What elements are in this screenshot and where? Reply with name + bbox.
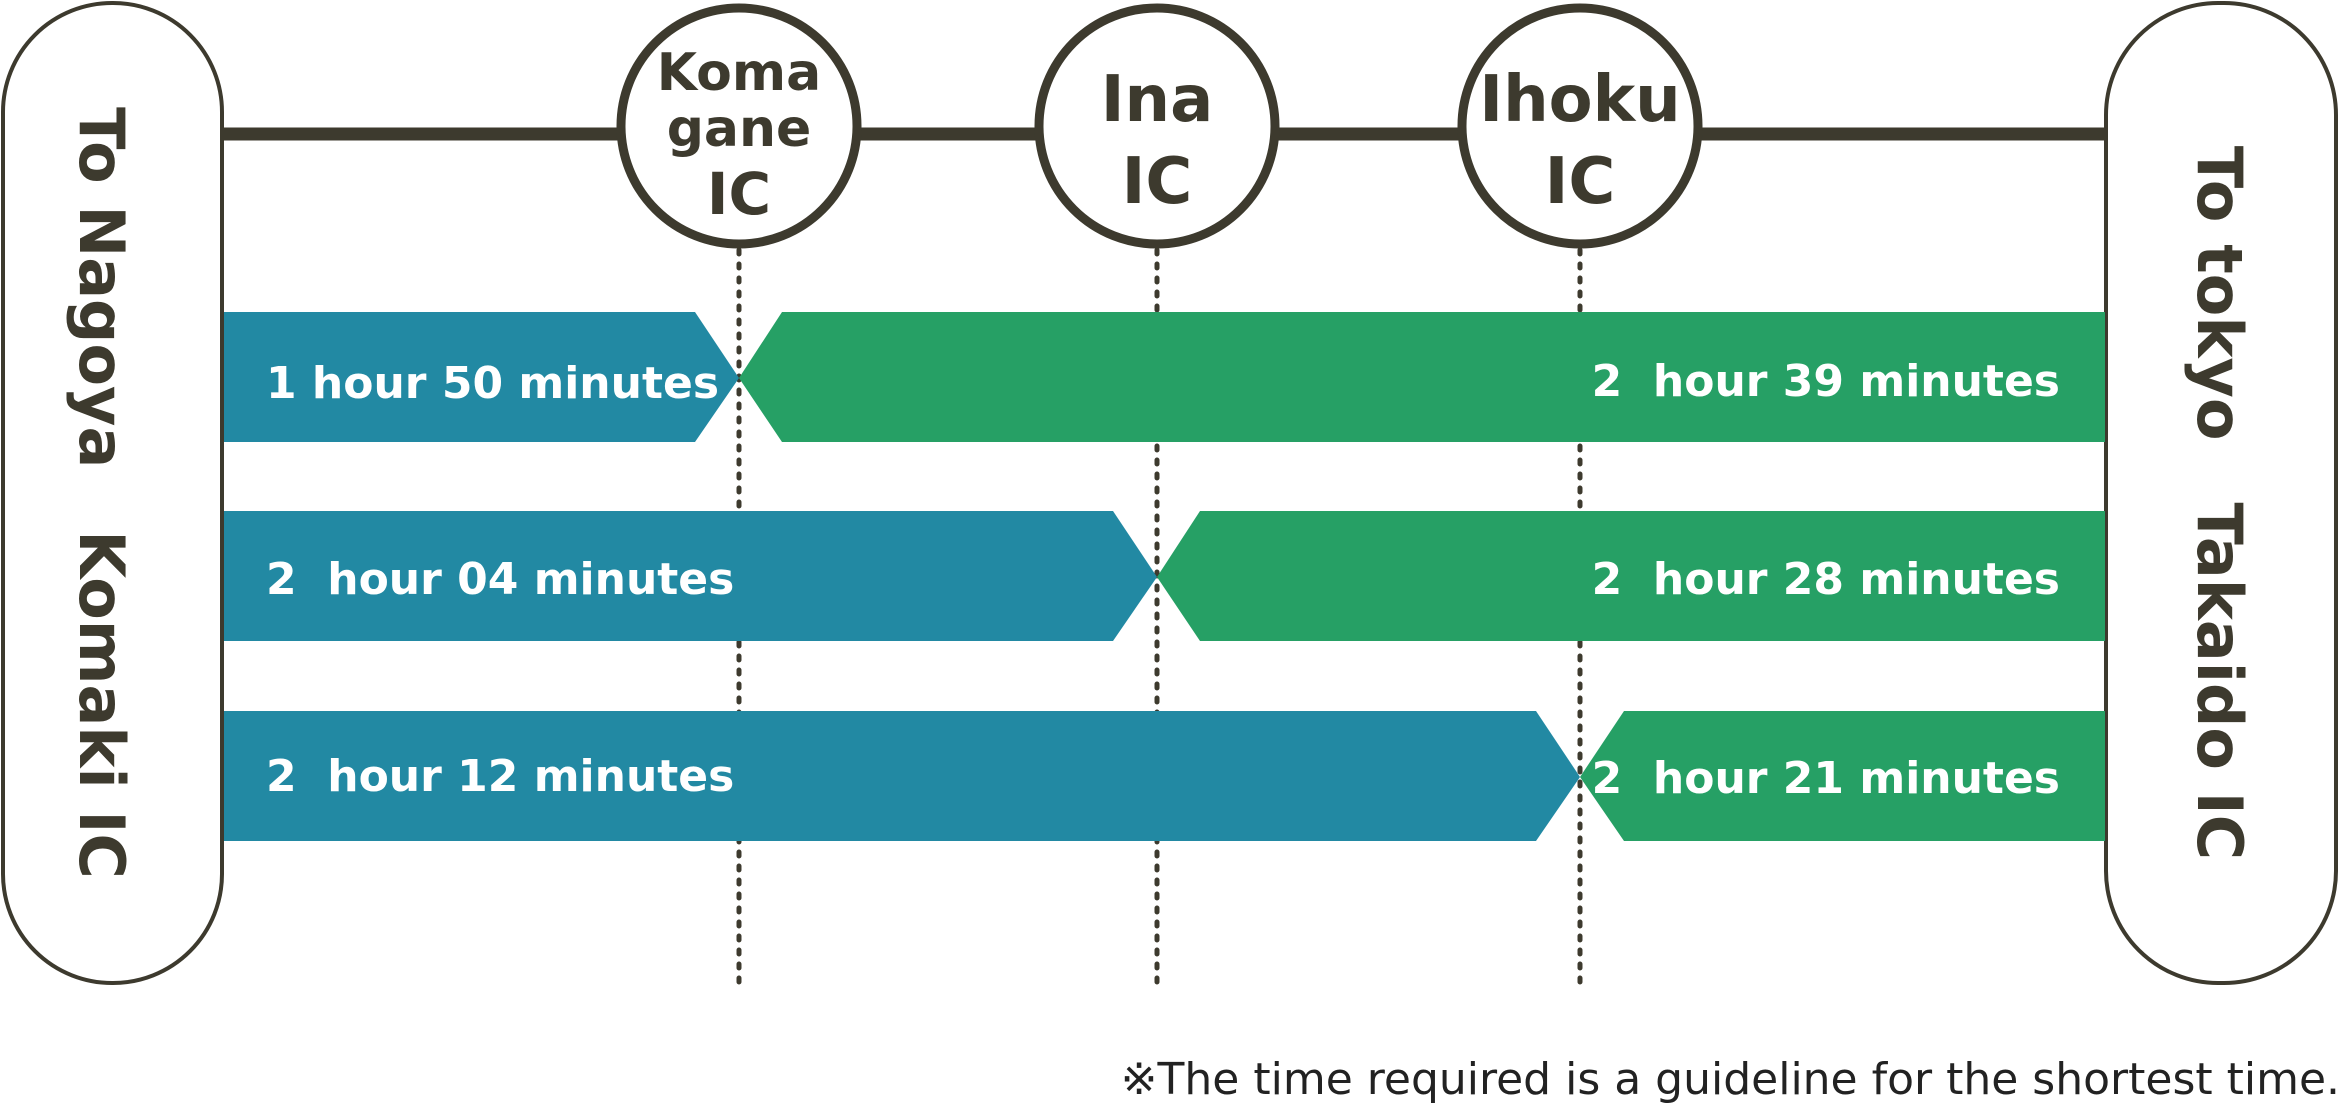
time-to-nagoya-komagane: 1 hour 50 minutes <box>266 358 719 409</box>
footnote: ※The time required is a guideline for th… <box>1120 1054 2340 1105</box>
terminal-right <box>2104 1 2338 985</box>
ic-label-ina-2: IC <box>1122 145 1193 219</box>
time-to-tokyo-ihoku: 2 hour 21 minutes <box>1592 753 2060 804</box>
time-to-nagoya-ihoku: 2 hour 12 minutes <box>266 751 734 802</box>
bar-to-tokyo-komagane <box>739 312 2105 442</box>
bar-to-nagoya-ihoku <box>224 711 1580 841</box>
ic-label-ihoku-2: IC <box>1545 145 1616 219</box>
ic-circle-ihoku <box>1457 3 1703 249</box>
bar-to-tokyo-ihoku <box>1580 711 2105 841</box>
ic-ina: Ina IC <box>1034 3 1280 249</box>
ic-circle-ina <box>1034 3 1280 249</box>
ic-ihoku: Ihoku IC <box>1457 3 1703 249</box>
bar-to-tokyo-ina <box>1157 511 2105 641</box>
ic-circle-komagane <box>616 3 862 249</box>
ic-label-ihoku-1: Ihoku <box>1479 63 1680 137</box>
ic-label-ina-1: Ina <box>1101 63 1214 137</box>
terminal-left <box>1 1 224 985</box>
ic-label-komagane-1: Koma <box>657 43 821 103</box>
ic-label-komagane-3: IC <box>707 160 771 228</box>
ic-label-komagane-2: gane <box>667 99 812 159</box>
bar-to-nagoya-ina <box>224 511 1157 641</box>
terminal-right-label: To tokyo Takaido IC <box>2183 146 2256 860</box>
ic-komagane: Koma gane IC <box>616 3 862 249</box>
time-to-nagoya-ina: 2 hour 04 minutes <box>266 554 734 605</box>
terminal-left-label: To Nagoya Komaki IC <box>65 107 138 879</box>
bar-to-nagoya-komagane <box>224 312 739 442</box>
time-to-tokyo-ina: 2 hour 28 minutes <box>1592 554 2060 605</box>
time-to-tokyo-komagane: 2 hour 39 minutes <box>1592 356 2060 407</box>
